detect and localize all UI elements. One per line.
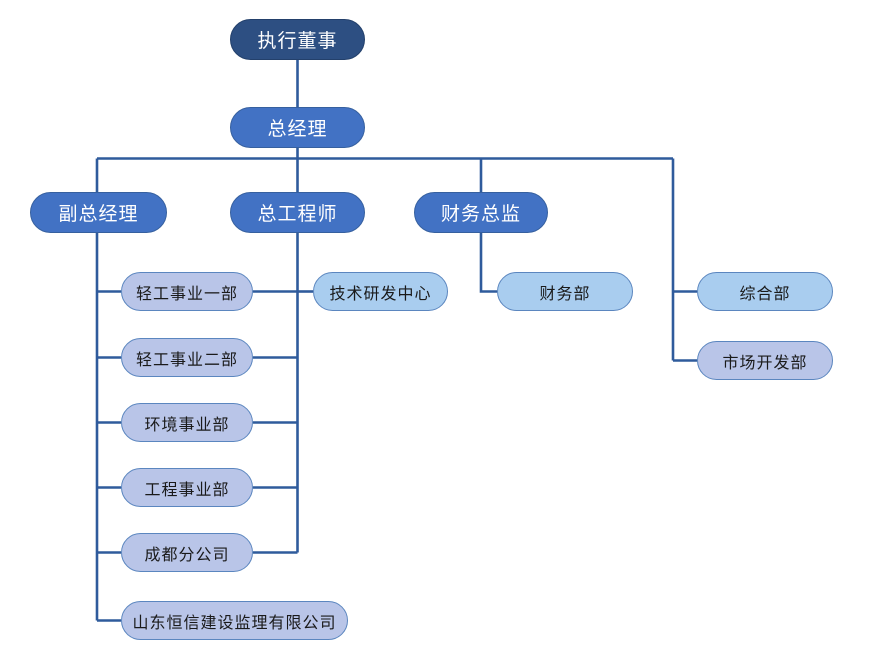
node-market-development-department[interactable]: 市场开发部 bbox=[697, 341, 833, 380]
node-chengdu-branch[interactable]: 成都分公司 bbox=[121, 533, 253, 572]
node-chief-engineer[interactable]: 总工程师 bbox=[230, 192, 365, 233]
node-light-industry-2[interactable]: 轻工事业二部 bbox=[121, 338, 253, 377]
node-hengxin-subsidiary[interactable]: 山东恒信建设监理有限公司 bbox=[121, 601, 348, 640]
node-rd-center[interactable]: 技术研发中心 bbox=[313, 272, 448, 311]
edge-cfo-to-finance bbox=[479, 233, 497, 293]
node-general-affairs-department[interactable]: 综合部 bbox=[697, 272, 833, 311]
node-exec-director[interactable]: 执行董事 bbox=[230, 19, 365, 60]
node-deputy-gm[interactable]: 副总经理 bbox=[30, 192, 167, 233]
node-finance-department[interactable]: 财务部 bbox=[497, 272, 633, 311]
node-cfo[interactable]: 财务总监 bbox=[414, 192, 548, 233]
node-environment-division[interactable]: 环境事业部 bbox=[121, 403, 253, 442]
node-engineering-division[interactable]: 工程事业部 bbox=[121, 468, 253, 507]
node-light-industry-1[interactable]: 轻工事业一部 bbox=[121, 272, 253, 311]
node-general-manager[interactable]: 总经理 bbox=[230, 107, 365, 148]
